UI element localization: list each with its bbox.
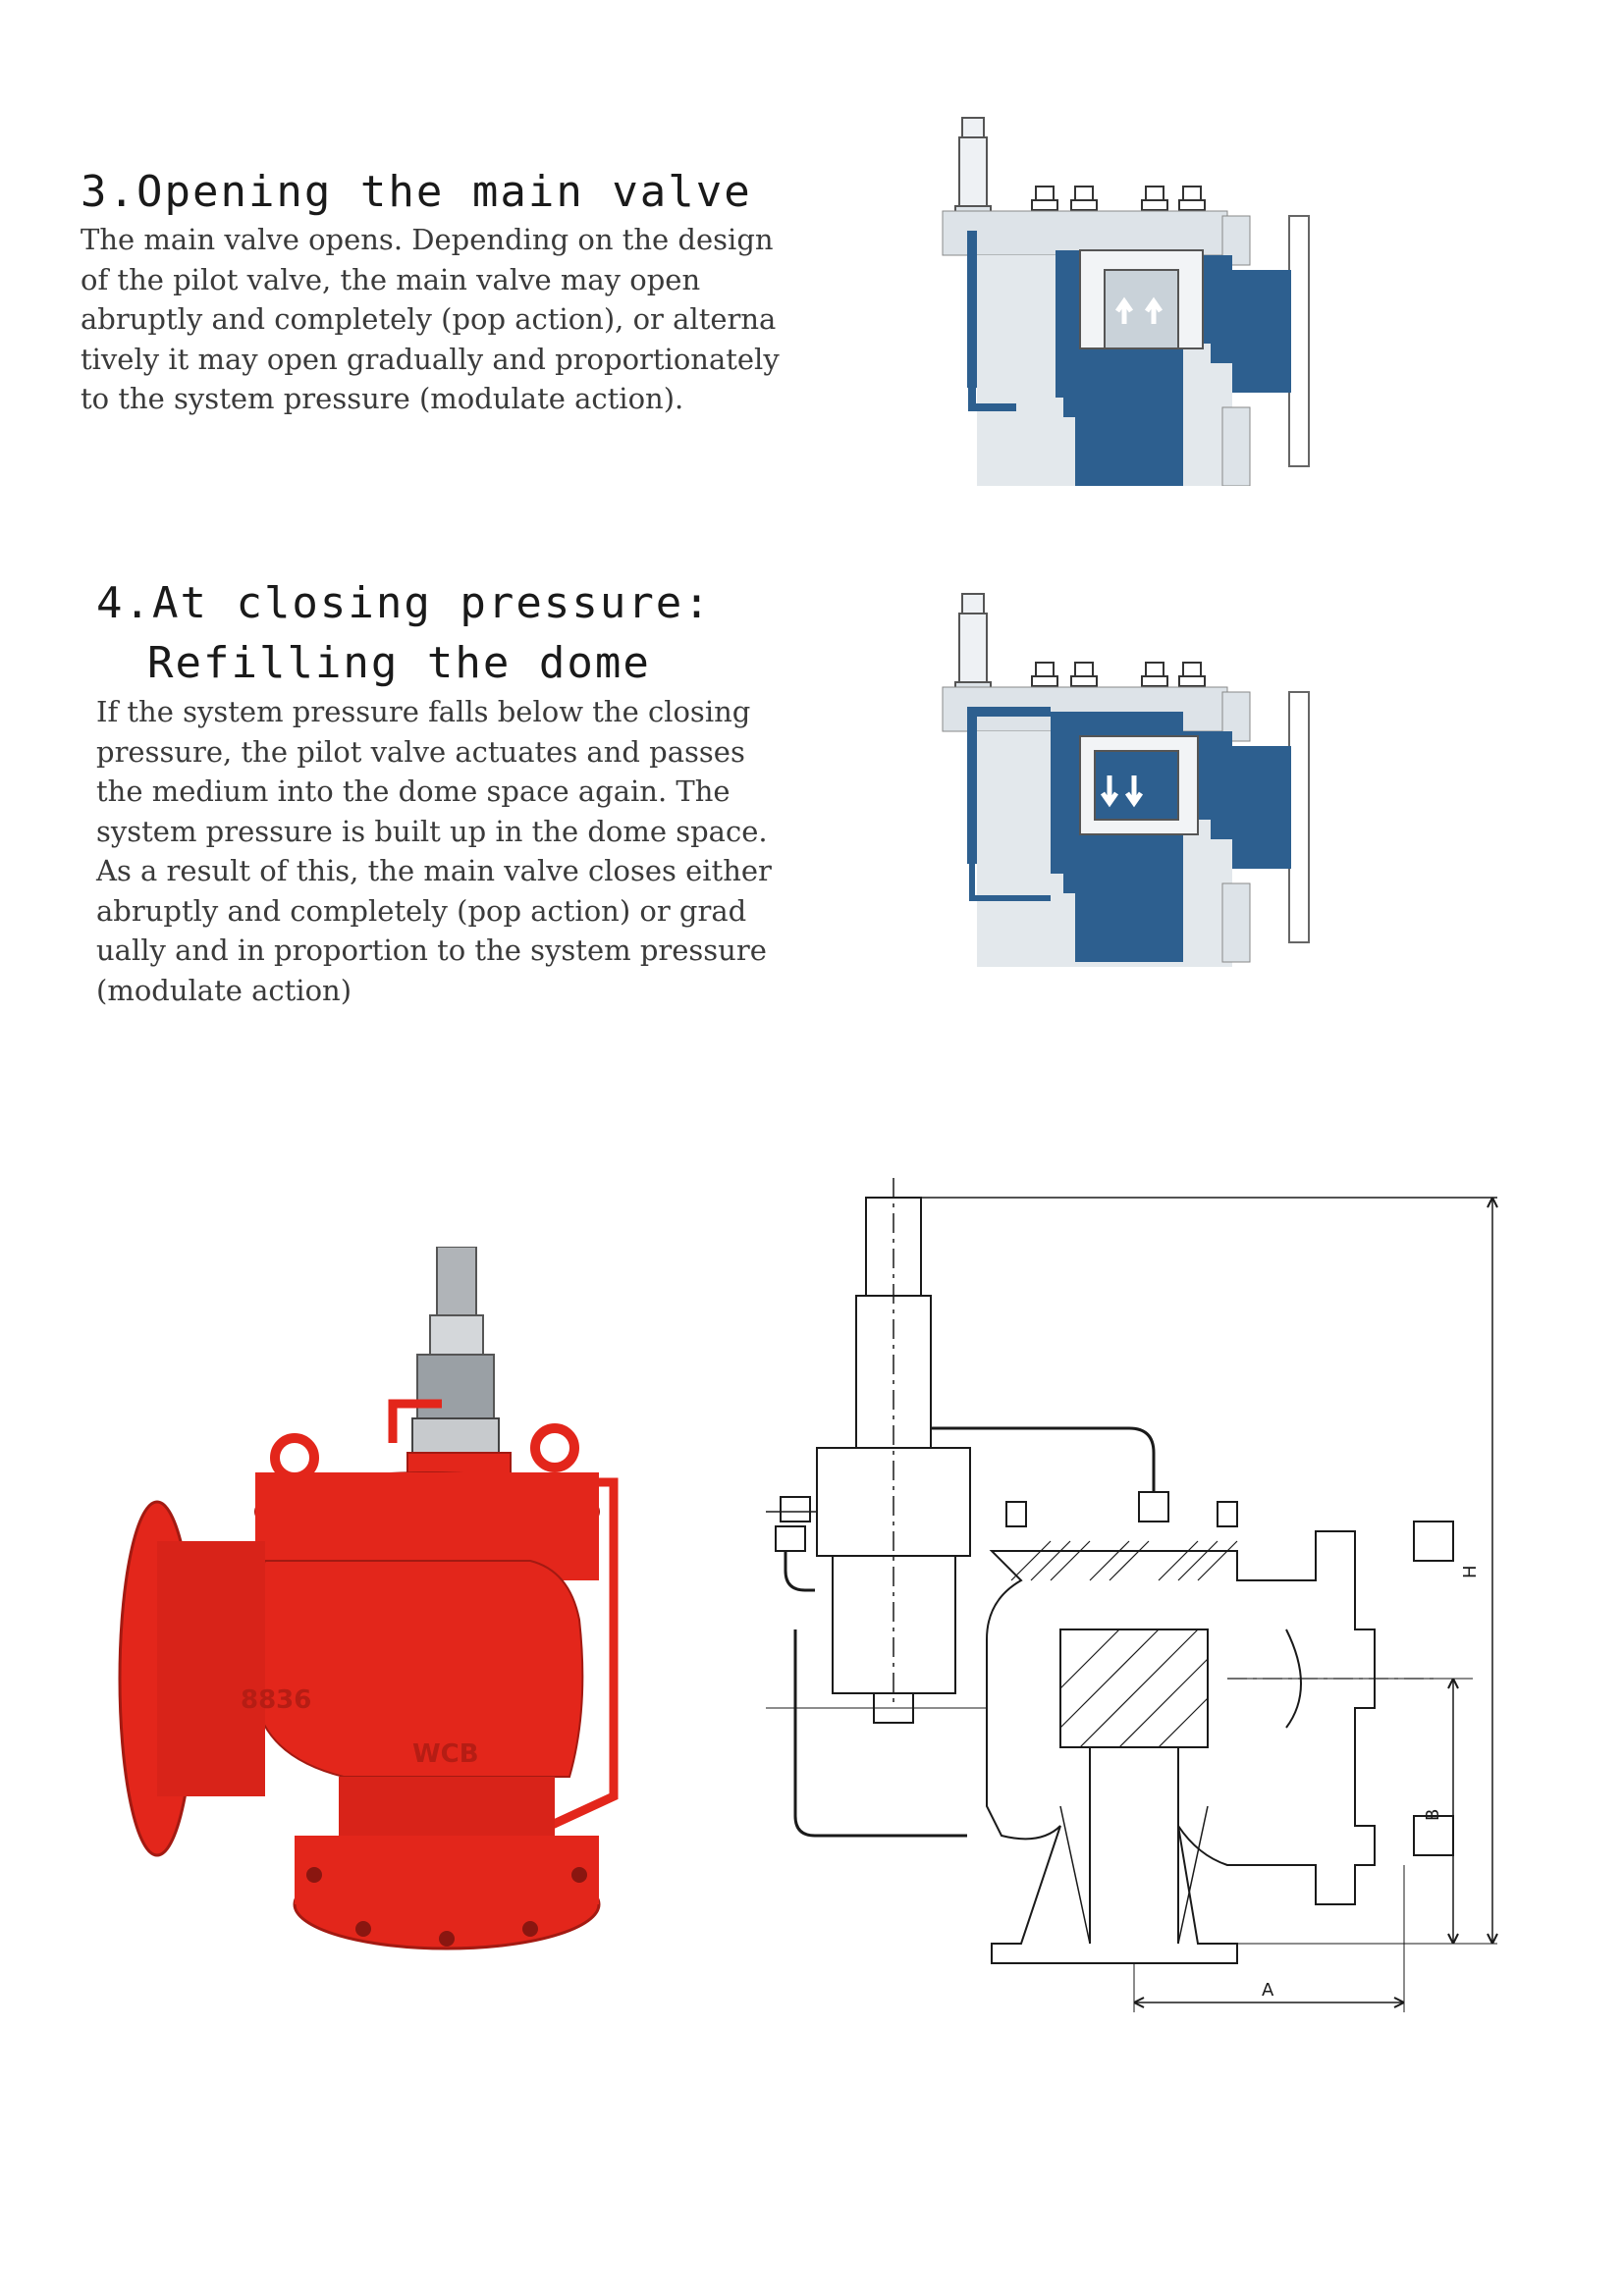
section3-body-line: abruptly and completely (pop action), or… [81,302,777,336]
casting-mark-2: WCB [412,1739,479,1769]
section4-heading-line2: Refilling the dome [147,638,651,688]
section4-body-line: As a result of this, the main valve clos… [96,854,772,887]
valve-product-photo: 8836 WCB [118,1247,628,1953]
casting-mark-1: 8836 [241,1685,311,1715]
section3-body: The main valve opens. Depending on the d… [81,220,780,419]
section3-body-line: to the system pressure (modulate action)… [81,382,684,415]
section3-body-line: The main valve opens. Depending on the d… [81,223,774,256]
dim-label-a: A [1262,1980,1274,2001]
section4-body-line: If the system pressure falls below the c… [96,695,751,728]
section3-body-line: tively it may open gradually and proport… [81,342,780,376]
section3-heading: 3.Opening the main valve [81,167,752,217]
section4-heading-line1: 4.At closing pressure: [96,578,712,628]
section3-body-line: of the pilot valve, the main valve may o… [81,262,701,296]
section4-body-line: abruptly and completely (pop action) or … [96,893,747,928]
dim-label-b: B [1423,1809,1443,1821]
valve-closing-diagram [938,589,1330,967]
section4-body-line: the medium into the dome space again. Th… [96,774,731,808]
section4-body: If the system pressure falls below the c… [96,692,772,1010]
section4-body-line: ually and in proportion to the system pr… [96,934,767,967]
valve-technical-drawing: H [766,1178,1512,2032]
section4-body-line: (modulate action) [96,973,352,1007]
valve-opening-diagram [938,113,1330,486]
section4-body-line: pressure, the pilot valve actuates and p… [96,734,745,769]
section4-body-line: system pressure is built up in the dome … [96,814,768,848]
dim-label-h: H [1460,1565,1481,1578]
